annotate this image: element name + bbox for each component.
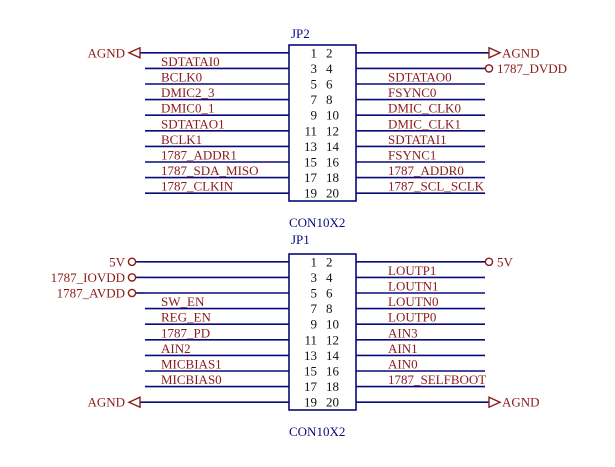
jp2-net-label: 1787_CLKIN bbox=[161, 179, 234, 194]
jp1-pin-number: 13 bbox=[304, 348, 317, 363]
jp1-net-label: 1787_PD bbox=[161, 325, 210, 340]
jp1-body bbox=[288, 253, 357, 411]
jp2-net-label: DMIC_CLK1 bbox=[388, 116, 461, 131]
jp2-pin-number: 20 bbox=[326, 186, 339, 201]
jp1-net-label: LOUTN0 bbox=[388, 294, 439, 309]
jp1-refdes: JP1 bbox=[291, 232, 310, 247]
jp1-pin-number: 16 bbox=[326, 364, 340, 379]
gnd-port-icon bbox=[488, 396, 502, 409]
jp2-net-label: FSYNC0 bbox=[388, 85, 436, 100]
jp1-pin-number: 15 bbox=[304, 364, 317, 379]
jp2-net-label: BCLK1 bbox=[161, 132, 202, 147]
jp1-net-label: LOUTP1 bbox=[388, 263, 436, 278]
jp2-pin-number: 14 bbox=[326, 139, 340, 154]
power-port-label: 1787_AVDD bbox=[57, 286, 125, 301]
gnd-port-label: AGND bbox=[502, 45, 540, 60]
gnd-port-label: AGND bbox=[502, 395, 540, 410]
jp1-pin-number: 12 bbox=[326, 332, 339, 347]
jp2-net-label: SDTATAI1 bbox=[388, 132, 447, 147]
jp2-body bbox=[288, 44, 357, 202]
jp1-pin-number: 3 bbox=[311, 270, 318, 285]
jp2-net-label: 1787_SCL_SCLK bbox=[388, 179, 485, 194]
jp1-net-label: REG_EN bbox=[161, 310, 211, 325]
jp1-net-label: MICBIAS1 bbox=[161, 357, 222, 372]
jp2-pin-number: 17 bbox=[304, 170, 318, 185]
power-port-icon bbox=[127, 288, 137, 298]
jp1-pin-number: 10 bbox=[326, 317, 339, 332]
power-port-label: 5V bbox=[109, 254, 126, 269]
jp2-pin-number: 18 bbox=[326, 170, 339, 185]
jp1-pin-number: 4 bbox=[326, 270, 333, 285]
jp1-pin-number: 1 bbox=[311, 254, 318, 269]
jp1-net-label: LOUTN1 bbox=[388, 279, 439, 294]
jp2-net-label: 1787_ADDR1 bbox=[161, 148, 237, 163]
gnd-port-icon bbox=[127, 396, 141, 409]
jp1-pin-number: 11 bbox=[304, 332, 317, 347]
jp1-net-label: MICBIAS0 bbox=[161, 372, 222, 387]
power-port-label: 1787_DVDD bbox=[497, 61, 567, 76]
jp2-net-label: 1787_ADDR0 bbox=[388, 163, 464, 178]
jp2-net-label: SDTATAI0 bbox=[161, 54, 220, 69]
jp2-pin-number: 19 bbox=[304, 186, 317, 201]
jp2-pin-number: 12 bbox=[326, 123, 339, 138]
jp1-net-label: LOUTP0 bbox=[388, 310, 436, 325]
jp2-net-label: FSYNC1 bbox=[388, 148, 436, 163]
jp1-part-type: CON10X2 bbox=[289, 424, 345, 439]
power-port-icon bbox=[127, 257, 137, 267]
jp1-net-label: AIN0 bbox=[388, 357, 418, 372]
jp1-net-label: SW_EN bbox=[161, 294, 205, 309]
jp1-pin-number: 14 bbox=[326, 348, 340, 363]
jp1-pin-number: 5 bbox=[311, 286, 318, 301]
jp2-pin-number: 2 bbox=[326, 45, 333, 60]
jp1-pin-number: 9 bbox=[311, 317, 318, 332]
jp2-net-label: DMIC_CLK0 bbox=[388, 101, 461, 116]
jp1-net-label: AIN1 bbox=[388, 341, 418, 356]
jp2-pin-number: 13 bbox=[304, 139, 317, 154]
power-port-label: 5V bbox=[497, 254, 514, 269]
power-port-icon bbox=[127, 273, 137, 282]
jp2-refdes: JP2 bbox=[291, 26, 310, 41]
jp1-pin-number: 7 bbox=[311, 301, 318, 316]
jp2-pin-number: 11 bbox=[304, 123, 317, 138]
jp1-pin-number: 2 bbox=[326, 254, 333, 269]
power-port-icon bbox=[484, 64, 494, 73]
jp2-net-label: BCLK0 bbox=[161, 70, 202, 85]
jp2-pin-number: 10 bbox=[326, 108, 339, 123]
power-port-icon bbox=[484, 257, 494, 267]
jp2-net-label: DMIC2_3 bbox=[161, 85, 214, 100]
jp2-pin-number: 4 bbox=[326, 61, 333, 76]
jp2-pin-number: 3 bbox=[311, 61, 318, 76]
jp2-pin-number: 1 bbox=[311, 45, 318, 60]
jp1-net-label: 1787_SELFBOOT bbox=[388, 372, 486, 387]
jp2-net-label: DMIC0_1 bbox=[161, 101, 214, 116]
jp1-pin-number: 19 bbox=[304, 395, 317, 410]
jp1-pin-number: 18 bbox=[326, 379, 339, 394]
jp2-pin-number: 8 bbox=[326, 92, 333, 107]
jp1-pin-number: 8 bbox=[326, 301, 333, 316]
jp2-pin-number: 5 bbox=[311, 77, 318, 92]
gnd-port-icon bbox=[127, 46, 141, 59]
jp2-pin-number: 15 bbox=[304, 155, 317, 170]
jp2-net-label: SDTATAO0 bbox=[388, 70, 452, 85]
jp2-net-label: 1787_SDA_MISO bbox=[161, 163, 259, 178]
jp2-part-type: CON10X2 bbox=[289, 215, 345, 230]
jp1-net-label: AIN2 bbox=[161, 341, 191, 356]
gnd-port-label: AGND bbox=[87, 45, 125, 60]
jp1-pin-number: 6 bbox=[326, 286, 333, 301]
jp2-pin-number: 16 bbox=[326, 155, 340, 170]
jp2-pin-number: 7 bbox=[311, 92, 318, 107]
gnd-port-label: AGND bbox=[87, 395, 125, 410]
jp1-net-label: AIN3 bbox=[388, 325, 418, 340]
power-port-label: 1787_IOVDD bbox=[51, 270, 125, 285]
gnd-port-icon bbox=[488, 46, 502, 59]
jp1-pin-number: 20 bbox=[326, 395, 339, 410]
jp2-pin-number: 6 bbox=[326, 77, 333, 92]
jp2-net-label: SDTATAO1 bbox=[161, 116, 225, 131]
jp1-pin-number: 17 bbox=[304, 379, 318, 394]
jp2-pin-number: 9 bbox=[311, 108, 318, 123]
